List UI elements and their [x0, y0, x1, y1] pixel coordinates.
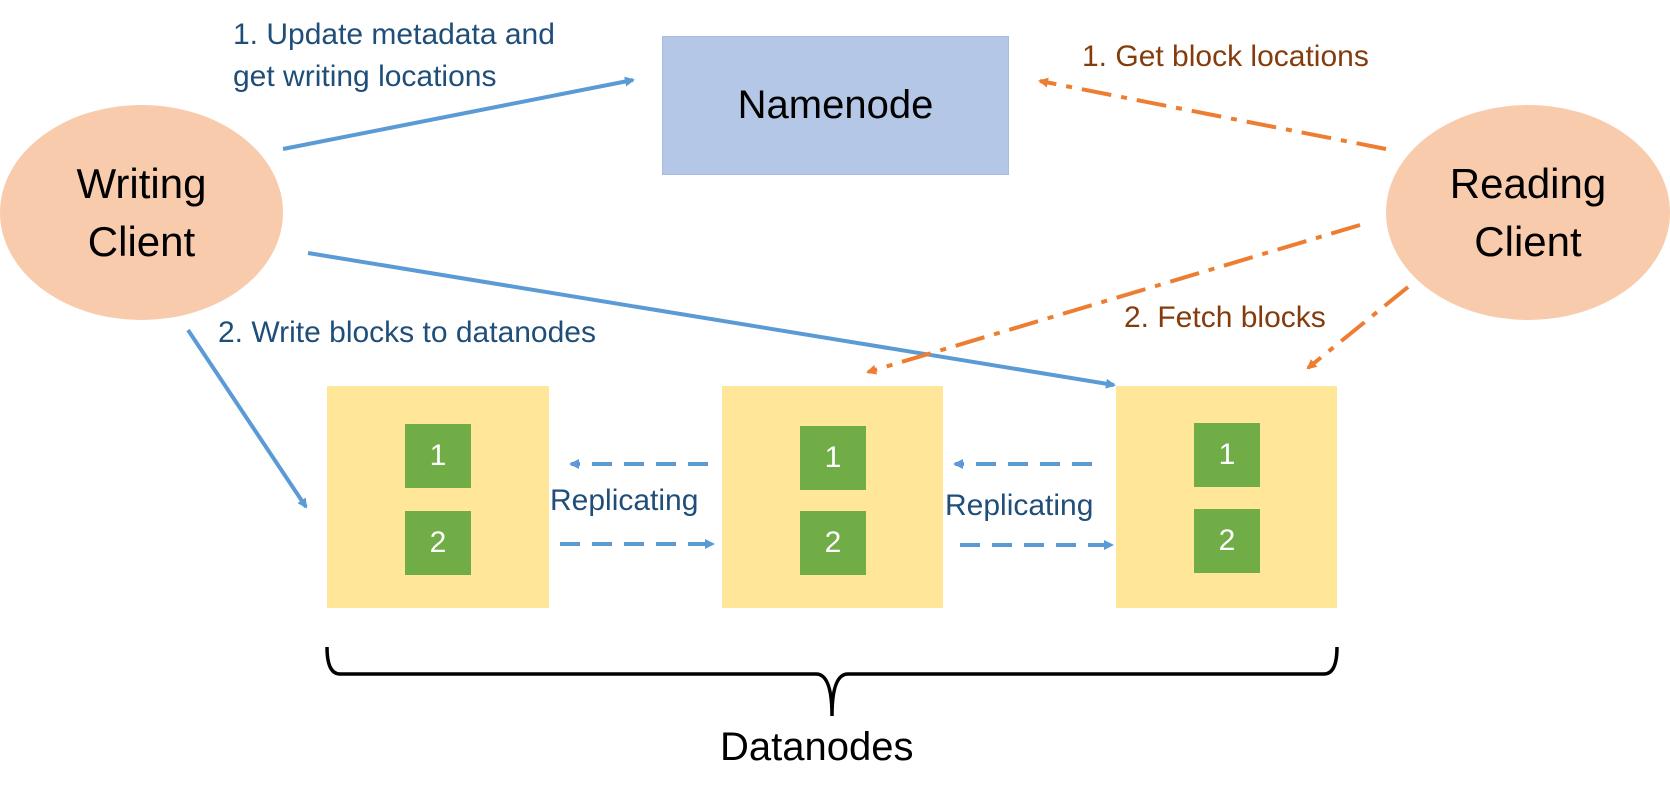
namenode-box: Namenode	[662, 36, 1009, 175]
writing-client-label-line1: Writing	[76, 159, 207, 207]
arrow-read-to-namenode	[1038, 77, 1387, 151]
namenode-label: Namenode	[737, 83, 934, 127]
datanode-2-block-1: 1	[800, 426, 866, 490]
datanode-1-block-2: 2	[405, 511, 471, 575]
replicating-label-1: Replicating	[550, 484, 699, 517]
reading-client: Reading Client	[1386, 105, 1670, 320]
arrow-read-to-datanode-3	[1306, 285, 1410, 370]
read-step-2-label: 2. Fetch blocks	[1124, 301, 1326, 334]
write-step-1-label: 1. Update metadata and get writing locat…	[233, 14, 555, 98]
datanode-2-block-2: 2	[800, 511, 866, 575]
replicating-label-2: Replicating	[945, 489, 1094, 522]
datanode-3-block-1: 1	[1194, 423, 1260, 487]
datanode-3-block-2: 2	[1194, 509, 1260, 573]
arrow-write-to-namenode	[282, 76, 635, 151]
reading-client-label-line2: Client	[1474, 217, 1582, 265]
datanode-1-block-1: 1	[405, 424, 471, 488]
arrow-write-to-datanode-3	[307, 251, 1116, 389]
arrow-write-to-datanode-1	[186, 328, 308, 509]
datanode-1: 1 2	[327, 386, 549, 608]
write-step-1-line2: get writing locations	[233, 60, 497, 93]
datanodes-caption: Datanodes	[720, 725, 914, 769]
datanode-3: 1 2	[1116, 386, 1337, 608]
write-step-1-line1: 1. Update metadata and	[233, 18, 555, 51]
arrow-read-to-datanode-2	[866, 223, 1361, 375]
read-step-1-label: 1. Get block locations	[1082, 40, 1369, 73]
reading-client-label-line1: Reading	[1449, 159, 1607, 207]
writing-client: Writing Client	[0, 105, 283, 320]
datanodes-brace	[325, 646, 1339, 717]
write-step-2-label: 2. Write blocks to datanodes	[218, 316, 596, 349]
writing-client-label-line2: Client	[87, 217, 196, 265]
datanode-2: 1 2	[722, 386, 943, 608]
